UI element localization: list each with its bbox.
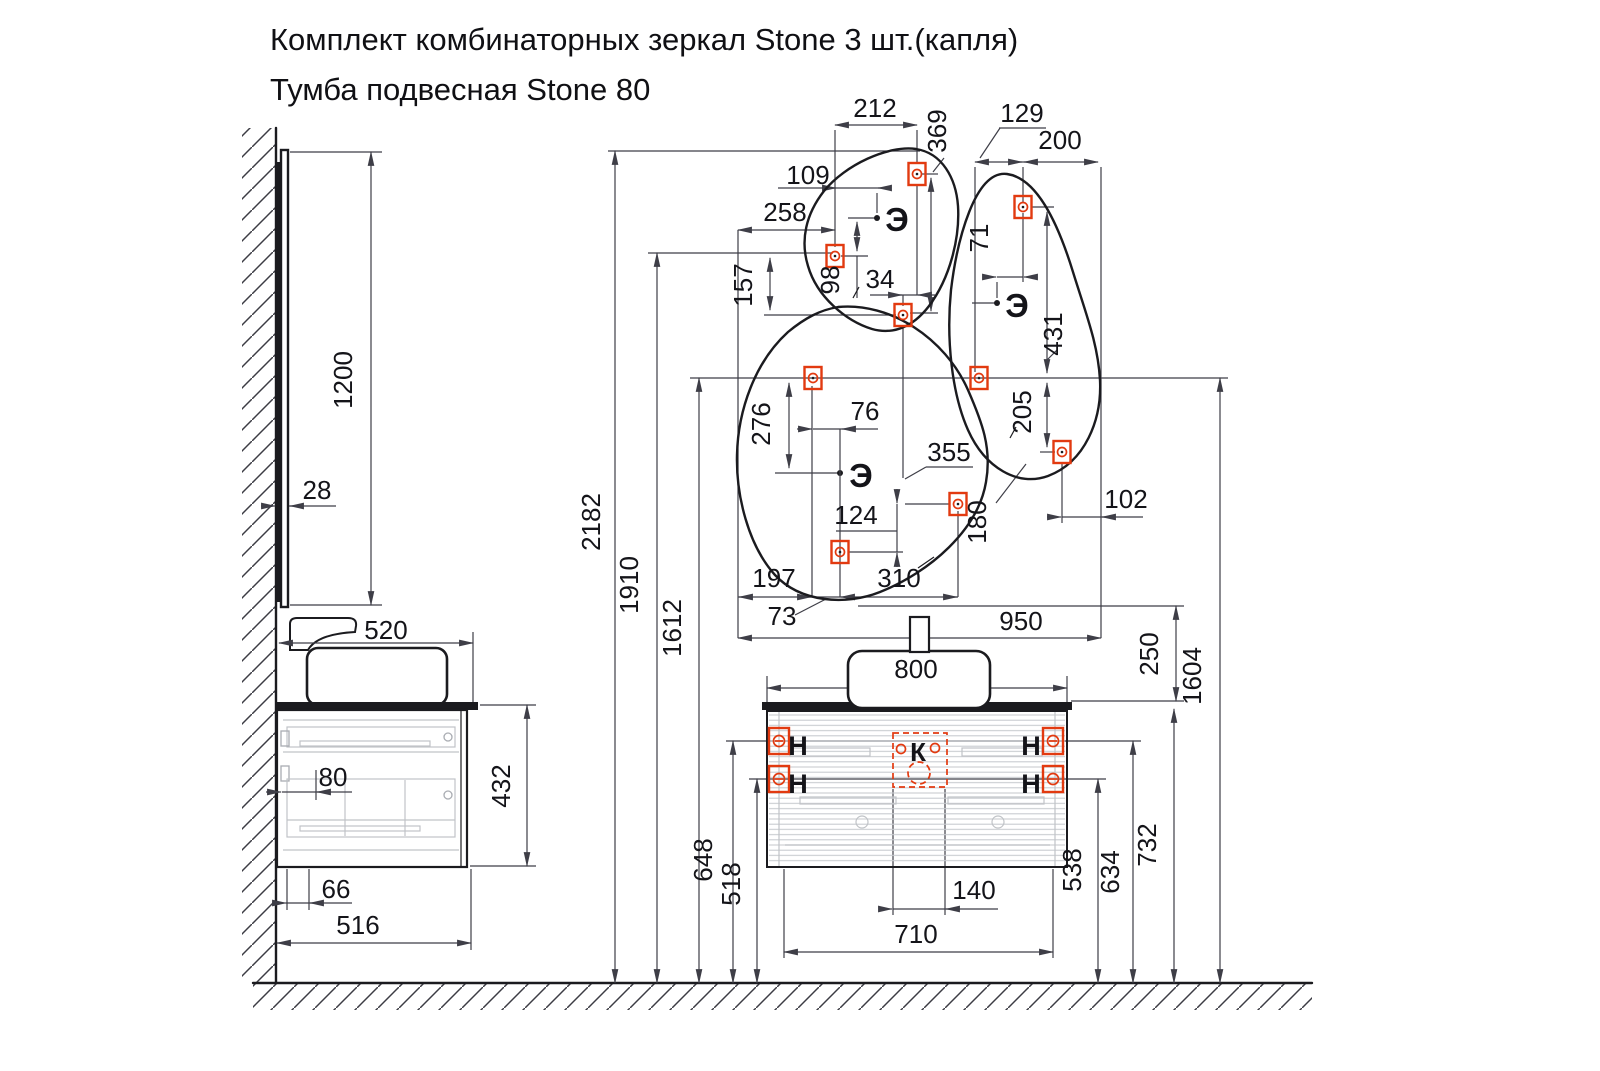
mirror-mount-points xyxy=(803,161,1072,565)
dim-102: 102 xyxy=(1104,484,1147,514)
dim-109: 109 xyxy=(786,160,829,190)
dim-180: 180 xyxy=(962,500,992,543)
dim-71: 71 xyxy=(964,224,994,253)
dim-2182: 2182 xyxy=(576,493,606,551)
mirror-right-outline xyxy=(948,172,1102,481)
dim-276: 276 xyxy=(746,402,776,445)
mirror-large-outline xyxy=(735,305,989,602)
side-view-dimensions xyxy=(261,150,536,950)
side-faucet xyxy=(289,617,358,651)
faucet-front xyxy=(908,615,931,654)
hinge-symbol: Н xyxy=(1021,731,1041,761)
hinge-symbol: Н xyxy=(788,731,808,761)
mount-point xyxy=(893,302,913,328)
hinge-symbol: Н xyxy=(788,769,808,799)
mount-point xyxy=(830,539,850,565)
dimension-labels: Комплект комбинаторных зеркал Stone 3 шт… xyxy=(270,22,1207,949)
mount-point xyxy=(1013,194,1033,220)
dim-124: 124 xyxy=(834,500,877,530)
dim-355: 355 xyxy=(927,437,970,467)
dim-950: 950 xyxy=(999,606,1042,636)
drain-zone xyxy=(892,732,948,788)
dim-634: 634 xyxy=(1095,850,1125,893)
dim-250: 250 xyxy=(1134,632,1164,675)
dim-157: 157 xyxy=(728,263,758,306)
front-cabinet xyxy=(762,615,1072,868)
dim-516: 516 xyxy=(336,910,379,940)
wall-section xyxy=(242,126,278,985)
dim-258: 258 xyxy=(763,197,806,227)
mirror-point-symbol: Э xyxy=(849,457,872,494)
mount-point xyxy=(969,365,989,391)
cabinet-front-outline xyxy=(766,710,1068,868)
mirror-outlines xyxy=(735,147,1102,602)
dim-129: 129 xyxy=(1000,98,1043,128)
dim-28: 28 xyxy=(303,475,332,505)
dim-432: 432 xyxy=(486,764,516,807)
side-sink xyxy=(305,646,449,707)
title-line2: Тумба подвесная Stone 80 xyxy=(270,72,650,107)
hinge-symbol: Н xyxy=(1021,769,1041,799)
dim-431: 431 xyxy=(1038,312,1068,355)
dim-1200: 1200 xyxy=(328,351,358,409)
dim-538: 538 xyxy=(1057,848,1087,891)
hinge-plate xyxy=(767,764,791,794)
dim-205: 205 xyxy=(1007,390,1037,433)
dim-518: 518 xyxy=(716,862,746,905)
dim-98: 98 xyxy=(815,266,845,295)
dim-140: 140 xyxy=(952,875,995,905)
mount-point xyxy=(907,161,927,187)
dim-73: 73 xyxy=(768,601,797,631)
dim-34: 34 xyxy=(866,264,895,294)
dim-66: 66 xyxy=(322,874,351,904)
dim-1612: 1612 xyxy=(657,599,687,657)
dim-710: 710 xyxy=(894,919,937,949)
mirror-point-symbol: Э xyxy=(1005,287,1028,324)
dim-800: 800 xyxy=(894,654,937,684)
dim-200: 200 xyxy=(1038,125,1081,155)
hinge-plate xyxy=(1041,764,1065,794)
dim-1604: 1604 xyxy=(1177,647,1207,705)
side-cabinet-internals xyxy=(280,719,459,851)
mirror-top-outline xyxy=(803,147,960,333)
title-line1: Комплект комбинаторных зеркал Stone 3 шт… xyxy=(270,22,1018,57)
side-cabinet-outline xyxy=(275,708,469,869)
dim-212: 212 xyxy=(853,93,896,123)
mount-point xyxy=(1052,439,1072,465)
mount-point xyxy=(825,243,845,269)
hinge-plate xyxy=(767,726,791,756)
drain-symbol: К xyxy=(910,737,926,767)
side-view xyxy=(275,148,478,869)
hinge-plate xyxy=(1041,726,1065,756)
dim-76: 76 xyxy=(851,396,880,426)
mount-point xyxy=(803,365,823,391)
dim-520: 520 xyxy=(364,615,407,645)
dim-369: 369 xyxy=(922,109,952,152)
side-countertop xyxy=(276,702,478,710)
side-mirror-rail xyxy=(276,162,281,602)
cabinet-front-hardware xyxy=(778,712,1056,867)
dim-80: 80 xyxy=(319,762,348,792)
cabinet-front-slats xyxy=(769,713,1065,865)
dim-648: 648 xyxy=(688,838,718,881)
floor-section xyxy=(251,981,1314,1010)
dim-197: 197 xyxy=(752,563,795,593)
dim-1910: 1910 xyxy=(614,556,644,614)
mirror-point-symbol: Э xyxy=(885,201,908,238)
dim-310: 310 xyxy=(877,563,920,593)
dim-732: 732 xyxy=(1132,823,1162,866)
side-mirror-panel xyxy=(279,148,290,609)
mount-point xyxy=(948,491,968,517)
